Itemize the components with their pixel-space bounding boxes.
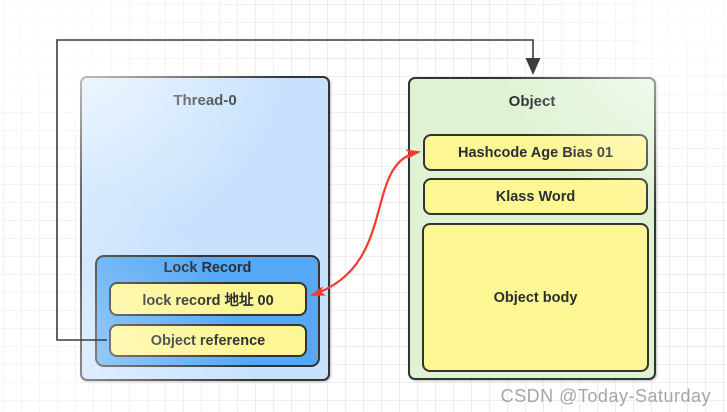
cell-klass-word: Klass Word <box>423 178 648 215</box>
object-box-title: Object <box>508 93 556 110</box>
object-box: Object Hashcode Age Bias 01 Klass Word O… <box>408 77 656 380</box>
cell-lock-record-address: lock record 地址 00 <box>109 282 307 316</box>
watermark-text: CSDN @Today-Saturday <box>500 386 711 406</box>
cell-object-reference: Object reference <box>109 324 307 357</box>
lock-record-title: Lock Record <box>163 260 252 276</box>
thread-box: Thread-0 Lock Record lock record 地址 00 O… <box>80 76 330 381</box>
cell-mark-word-hashcode-age-bias: Hashcode Age Bias 01 <box>423 134 648 171</box>
lock-record-box: Lock Record lock record 地址 00 Object ref… <box>95 255 320 367</box>
cell-object-body: Object body <box>422 223 649 372</box>
thread-box-title: Thread-0 <box>173 92 237 109</box>
